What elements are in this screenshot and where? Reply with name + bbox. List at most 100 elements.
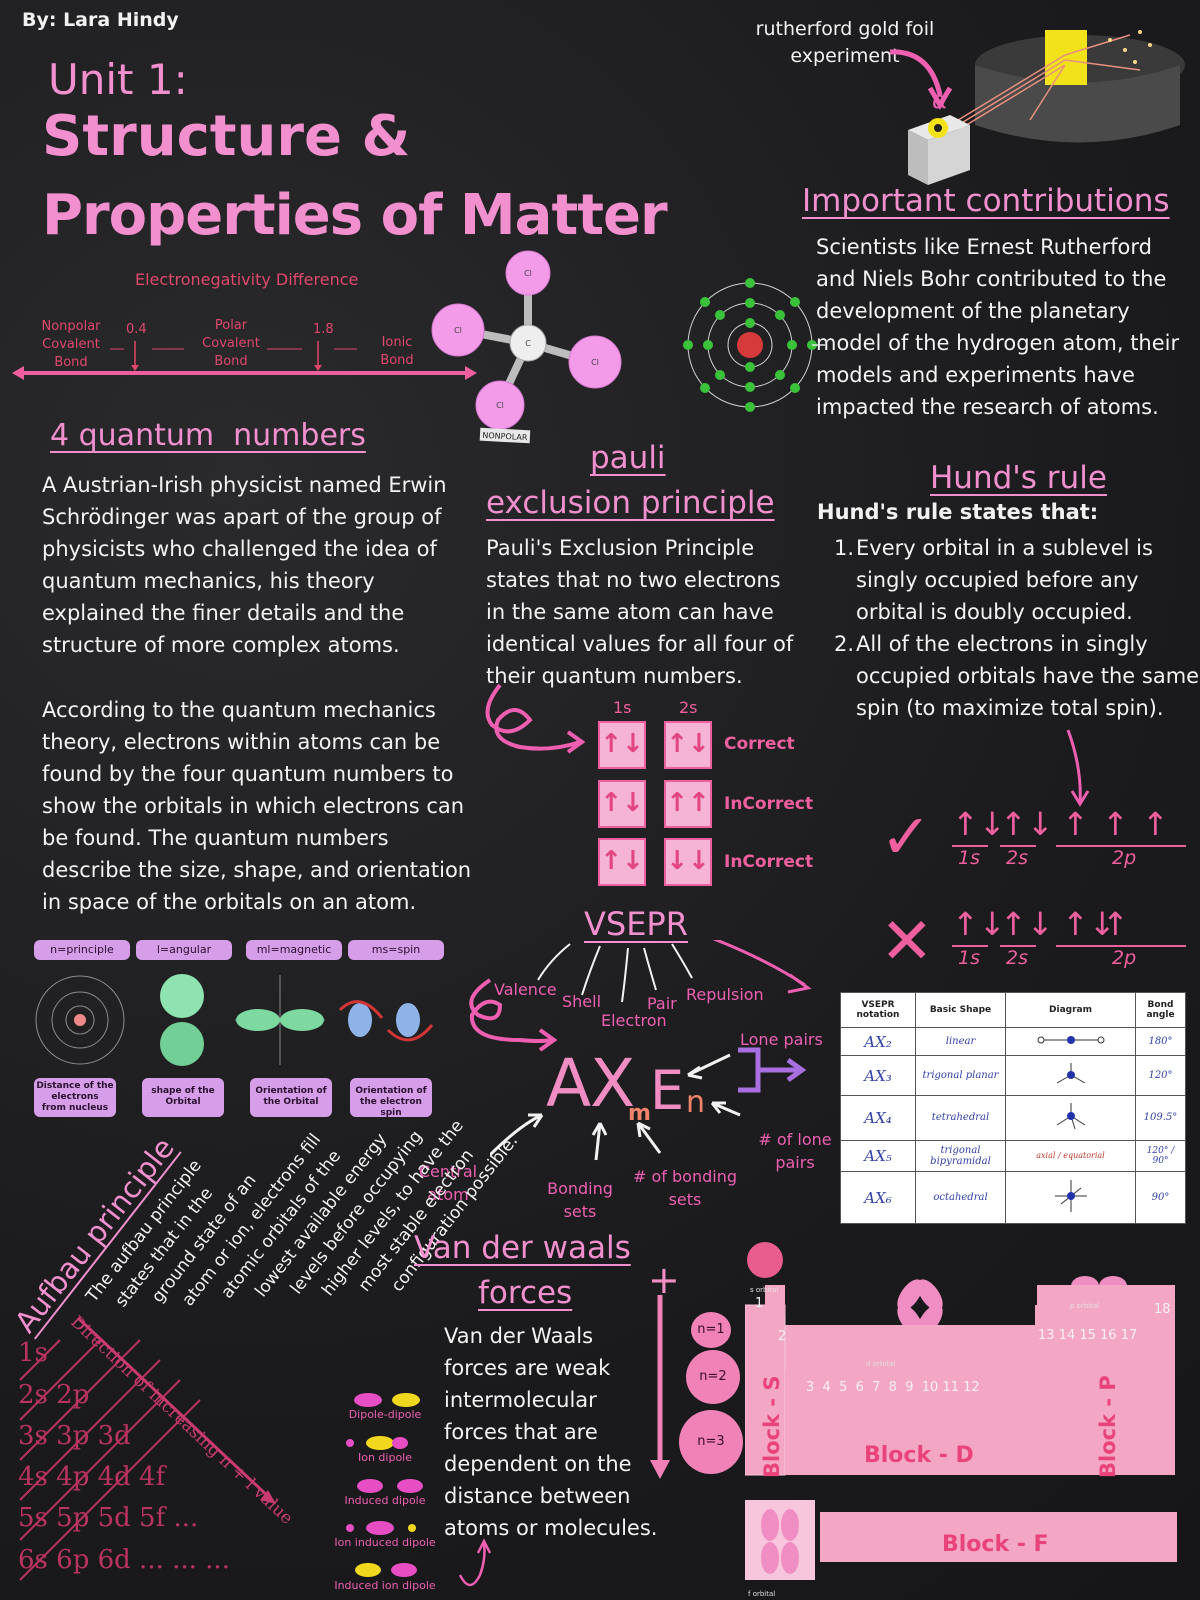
octahedral-diagram	[1054, 1180, 1087, 1213]
dipole-dipole-label: Dipole-dipole	[348, 1408, 422, 1421]
quantum-heading: 4 quantum numbers	[50, 418, 366, 453]
label-num-bonding-sets: # of bonding sets	[633, 1167, 737, 1209]
vsepr-word-shell: Shell	[562, 992, 602, 1011]
hund-correct-mark: ✓	[880, 800, 932, 873]
svg-text:α: α	[932, 86, 948, 114]
level-n2: n=2	[686, 1350, 740, 1404]
pill-principle: n=principle	[34, 940, 130, 960]
level-n3: n=3	[679, 1410, 743, 1474]
pauli-status-r3: InCorrect	[724, 852, 814, 872]
table-header: Bond angle	[1135, 992, 1186, 1028]
caption-angular: shape of the Orbital	[142, 1078, 224, 1117]
block-p-label: Block - P	[1096, 1375, 1120, 1478]
pauli-text: Pauli's Exclusion Principle states that …	[486, 536, 794, 688]
vdw-heading-line1: Van der waals	[414, 1230, 631, 1266]
table-header: Diagram	[1005, 992, 1136, 1028]
table-row: AX₆ octahedral 90°	[840, 1171, 1186, 1224]
page-title-line2: Properties of Matter	[42, 183, 668, 248]
vsepr-formula: A X m E n	[546, 1045, 706, 1126]
level-n1: n=1	[691, 1312, 731, 1348]
hund-list: 1. Every orbital in a sublevel is singly…	[834, 536, 1200, 720]
table-row: AX₃ trigonal planar 120°	[840, 1055, 1186, 1097]
induced-ion-dipole-label: Induced ion dipole	[334, 1579, 436, 1592]
quantum-paragraph-1: A Austrian-Irish physicist named Erwin S…	[42, 473, 447, 657]
pauli-box-r1-1s: ↑↓	[598, 721, 646, 769]
label-lone-pairs: Lone pairs	[740, 1030, 823, 1049]
group-18-label: 18	[1154, 1302, 1171, 1317]
group-2-label: 2	[778, 1329, 787, 1344]
vsepr-word-repulsion: Repulsion	[686, 985, 764, 1004]
pauli-heading-line2: exclusion principle	[486, 485, 775, 521]
electronegativity-scale	[12, 341, 477, 380]
f-orbital-label: f orbital	[748, 1590, 776, 1598]
electronegativity-title: Electronegativity Difference	[135, 270, 359, 289]
aufbau-row-1: 1s	[18, 1338, 48, 1368]
hund-heading: Hund's rule	[930, 460, 1107, 496]
linear-diagram	[1037, 1036, 1104, 1045]
caption-spin: Orientation of the electron spin	[350, 1078, 432, 1118]
hund-wrong-mark: ✕	[880, 905, 934, 979]
contributions-text: Scientists like Ernest Rutherford and Ni…	[816, 235, 1180, 419]
svg-text:Cl: Cl	[524, 269, 532, 278]
quantum-paragraph-2: According to the quantum mechanics theor…	[42, 698, 472, 914]
table-row: AX₅ trigonal bipyramidal axial / equator…	[840, 1139, 1186, 1173]
aufbau-diagonals	[19, 1316, 276, 1581]
table-header: VSEPR notation	[840, 992, 916, 1028]
table-row: AX₄ tetrahedral 109.5°	[840, 1095, 1186, 1141]
table-row: AX₂ linear 180°	[840, 1026, 1186, 1057]
polar-covalent-label: Polar Covalent Bond	[202, 318, 260, 369]
block-s-label: Block - S	[760, 1375, 784, 1478]
label-bonding-sets: Bonding sets	[547, 1179, 613, 1221]
pauli-status-r1: Correct	[724, 734, 795, 754]
pauli-box-r3-1s: ↑↓	[598, 838, 646, 886]
plus-sign: +	[648, 1258, 680, 1302]
p-groups-label: 13 14 15 16 17	[1038, 1328, 1138, 1343]
aufbau-row-6: 6s 6p 6d ... ... ...	[18, 1545, 230, 1575]
hund-wrong-diagram: ↑↓ ↑↓ ↑↓ ↑ 1s 2s 2p	[952, 905, 1192, 975]
pauli-box-r1-2s: ↑↓	[664, 721, 712, 769]
page-title-line1: Structure &	[42, 104, 411, 169]
author: By: Lara Hindy	[22, 9, 179, 31]
svg-text:NONPOLAR: NONPOLAR	[482, 431, 528, 442]
s-orbital-label: s orbital	[750, 1286, 779, 1294]
block-f-label: Block - F	[942, 1532, 1049, 1557]
vsepr-word-valence: Valence	[494, 980, 557, 999]
label-num-lone-pairs: # of lone pairs	[758, 1130, 832, 1172]
induced-dipole-label: Induced dipole	[344, 1494, 426, 1507]
hund-arrow	[1066, 729, 1090, 807]
p-orbital-label: p orbital	[1070, 1302, 1100, 1310]
pauli-arrow	[485, 683, 586, 754]
bohr-atom-diagram	[683, 278, 825, 412]
pauli-col-2s: 2s	[679, 698, 698, 717]
table-header: Basic Shape	[915, 992, 1006, 1028]
pauli-box-r3-2s: ↓↓	[664, 838, 712, 886]
vsepr-formula-arrows	[490, 1047, 807, 1161]
energy-level-arrow	[650, 1295, 670, 1479]
pill-magnetic: ml=magnetic	[246, 940, 342, 960]
threshold-high: 1.8	[313, 322, 334, 337]
group-1-label: 1	[755, 1296, 764, 1311]
vsepr-connectors	[469, 940, 812, 1052]
svg-text:Cl: Cl	[454, 326, 462, 335]
trigonal-planar-diagram	[1056, 1063, 1085, 1084]
pauli-box-r2-2s: ↑↑	[664, 780, 712, 828]
pauli-status-r2: InCorrect	[724, 794, 814, 814]
block-d-label: Block - D	[864, 1443, 974, 1468]
vdw-heading-line2: forces	[478, 1275, 573, 1311]
pauli-heading-line1: pauli	[590, 440, 666, 476]
vdw-text: Van der Waals forces are weak intermolec…	[444, 1324, 658, 1540]
hund-intro: Hund's rule states that:	[817, 500, 1099, 524]
nonpolar-covalent-label: Nonpolar Covalent Bond	[41, 319, 101, 370]
ionic-bond-label: Ionic Bond	[380, 335, 414, 368]
vsepr-word-electron: Electron	[601, 1011, 667, 1030]
unit-label: Unit 1:	[48, 55, 188, 104]
vdw-bottom-arrow	[458, 1538, 492, 1587]
hund-correct-diagram: ↑↓ ↑↓ ↑ ↑ ↑ 1s 2s 2p	[952, 805, 1192, 875]
pill-spin: ms=spin	[348, 940, 444, 960]
aufbau-row-5: 5s 5p 5d 5f ...	[18, 1503, 199, 1533]
rutherford-diagram: α	[889, 30, 1185, 185]
pauli-box-r2-1s: ↑↓	[598, 780, 646, 828]
label-central-atom: Central atom	[418, 1162, 478, 1204]
quantum-illustrations	[35, 974, 434, 1066]
